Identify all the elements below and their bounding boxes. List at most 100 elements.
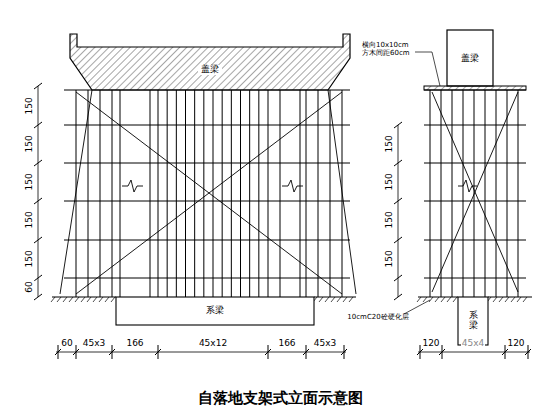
stroke: [280, 90, 281, 297]
stroke: [394, 275, 402, 281]
stroke: [34, 83, 42, 89]
stroke: [331, 297, 335, 302]
dimension-label: 120: [421, 339, 440, 349]
stroke: [485, 90, 486, 297]
stroke: [231, 90, 232, 297]
stroke: [120, 90, 121, 297]
stroke: [424, 90, 526, 91]
cross-bracing: [60, 90, 518, 294]
stroke: [64, 278, 350, 279]
stroke: [185, 90, 186, 297]
dimension-label: 120: [506, 339, 525, 349]
stroke: [343, 297, 347, 302]
stroke: [435, 297, 439, 302]
dimension-label: 150: [385, 210, 395, 229]
stroke: [394, 122, 402, 128]
stroke: [203, 90, 204, 297]
stroke: [518, 90, 519, 297]
stroke: [34, 198, 42, 204]
beam-label: 盖梁: [198, 65, 222, 75]
stroke: [420, 345, 421, 359]
dimension-label: 150: [25, 210, 35, 229]
stroke: [528, 345, 529, 359]
stroke: [34, 294, 42, 300]
cap-beam-outline: [70, 34, 350, 90]
beam-label: 系梁: [469, 310, 478, 332]
stroke: [88, 90, 89, 297]
stroke: [69, 297, 73, 302]
stroke: [176, 90, 177, 297]
stroke: [424, 163, 526, 164]
stroke: [268, 90, 269, 297]
caption: 自落地支架式立面示意图: [198, 389, 363, 408]
stroke: [34, 122, 42, 128]
stroke: [442, 345, 443, 359]
dimension-label: 166: [125, 339, 144, 349]
dimension-label: 150: [385, 172, 395, 191]
dimension-label: 10cmC20砼硬化层: [346, 314, 409, 322]
dimension-label: 45x12: [198, 339, 228, 349]
stroke: [93, 297, 97, 302]
break-symbol: [122, 180, 477, 192]
dimension-label: 150: [25, 134, 35, 153]
stroke: [318, 90, 319, 297]
stroke: [453, 297, 457, 302]
dimension-label: 45x3: [82, 339, 107, 349]
stroke: [424, 278, 526, 279]
stroke: [64, 201, 350, 202]
stroke: [76, 345, 77, 359]
dimension-label: 150: [385, 134, 395, 153]
timber-platform: [424, 86, 526, 90]
dimension-label: 150: [25, 249, 35, 268]
stroke: [64, 90, 350, 91]
stroke: [194, 90, 195, 297]
stroke: [523, 297, 527, 302]
stroke: [496, 90, 497, 297]
dimension-label: 60: [60, 339, 73, 349]
stroke: [222, 90, 223, 297]
stroke: [417, 297, 421, 302]
stroke: [394, 198, 402, 204]
dimension-label: 150: [25, 172, 35, 191]
stroke: [394, 160, 402, 166]
beam-label: 盖梁: [458, 54, 482, 64]
stroke: [111, 297, 115, 302]
stroke: [424, 201, 526, 202]
stroke: [430, 90, 431, 297]
stroke: [306, 345, 307, 359]
stroke: [505, 345, 506, 359]
stroke: [268, 345, 269, 359]
beam-label: 系梁: [203, 306, 227, 316]
stroke: [105, 297, 109, 302]
dimension-lines: [38, 86, 530, 352]
stroke: [424, 125, 526, 126]
tie-beam-outline: [116, 297, 314, 325]
stroke: [441, 90, 442, 297]
stroke: [423, 297, 427, 302]
stroke: [99, 297, 103, 302]
stroke: [429, 297, 433, 302]
stroke: [249, 90, 250, 297]
stroke: [58, 345, 59, 359]
dimension-label: 150: [385, 249, 395, 268]
stroke: [319, 297, 323, 302]
stroke: [463, 90, 464, 297]
stroke: [505, 297, 509, 302]
stroke: [511, 297, 515, 302]
stroke: [34, 160, 42, 166]
stroke: [240, 90, 241, 297]
stroke: [337, 297, 341, 302]
stroke: [81, 297, 85, 302]
dimension-label: 166: [277, 339, 296, 349]
stroke: [158, 345, 159, 359]
dimension-ticks: [34, 83, 531, 359]
stroke: [325, 297, 329, 302]
stroke: [447, 297, 451, 302]
cap-beam: 盖梁: [448, 34, 492, 84]
scaffold-poles: [64, 90, 526, 297]
stroke: [100, 90, 101, 297]
stroke: [57, 297, 61, 302]
tie-beam-outline: [458, 297, 488, 345]
stroke: [34, 237, 42, 243]
dimension-label: 45x4: [461, 339, 486, 349]
